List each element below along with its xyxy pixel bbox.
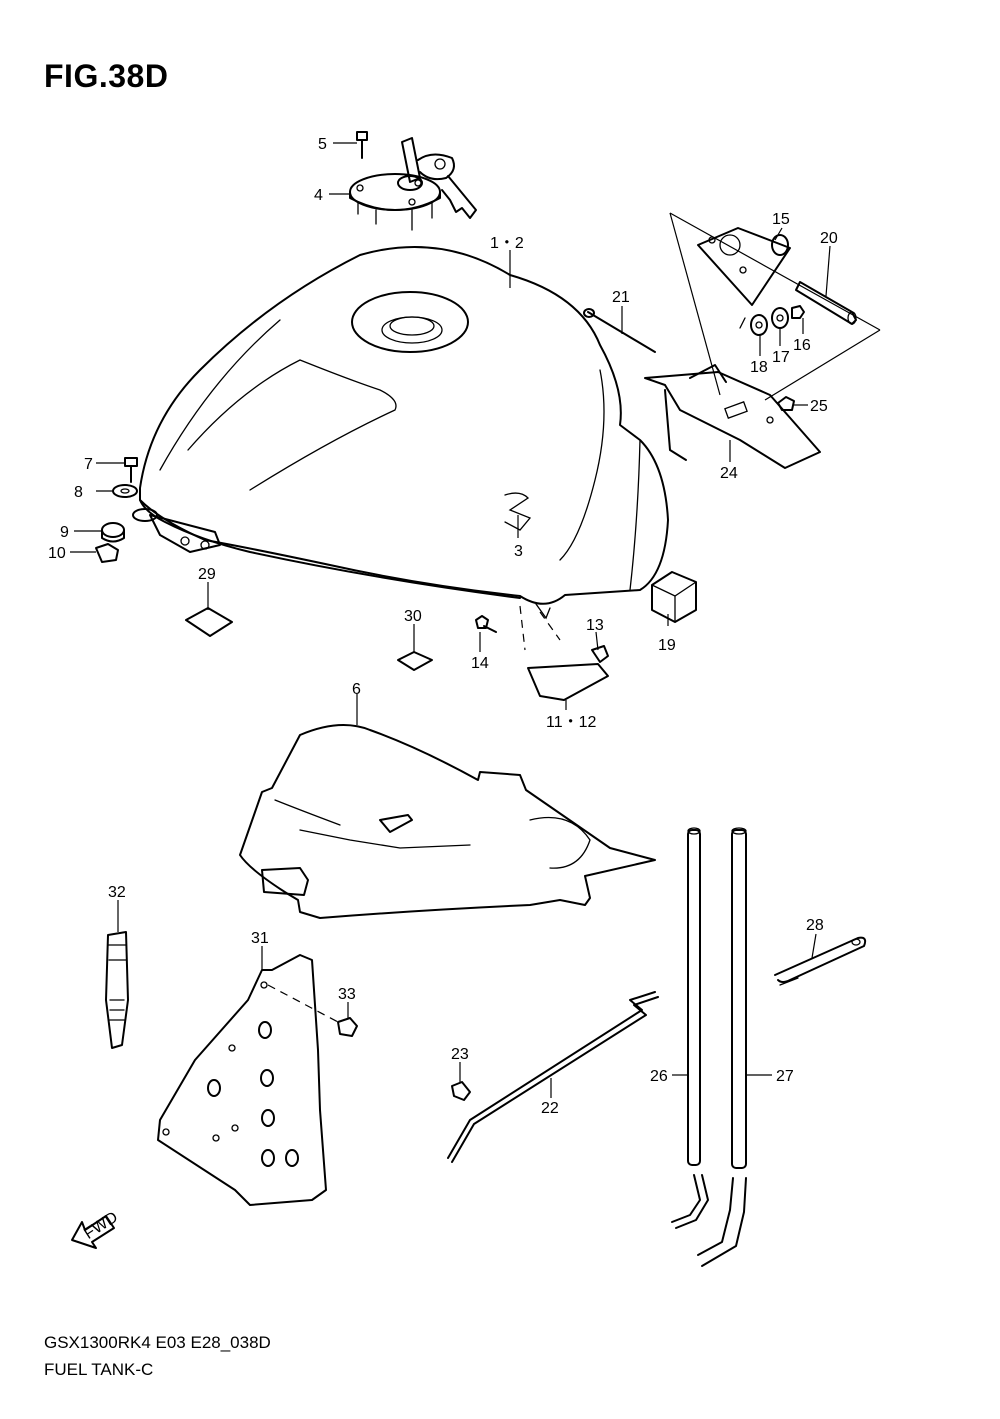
tank-support-rod: [447, 991, 659, 1163]
hose-clamp: [774, 936, 867, 986]
callout-27: 27: [776, 1068, 794, 1085]
callout-11-12: 11・12: [546, 714, 597, 731]
callout-25: 25: [810, 398, 828, 415]
band-strap: [105, 931, 129, 1049]
heat-shield: [157, 954, 358, 1206]
breather-hoses: [671, 827, 747, 1267]
callout-14: 14: [471, 655, 489, 672]
callout-1-2: 1・2: [490, 235, 524, 252]
callouts: 1・2 3 4 5 6 7 8 9 10 11・12 13 14 15 16 1…: [48, 136, 838, 1117]
callout-26: 26: [650, 1068, 668, 1085]
callout-3: 3: [514, 543, 523, 560]
callout-23: 23: [451, 1046, 469, 1063]
callout-18: 18: [750, 359, 768, 376]
callout-33: 33: [338, 986, 356, 1003]
callout-4: 4: [314, 187, 323, 204]
callout-32: 32: [108, 884, 126, 901]
tank-tray: [239, 724, 656, 919]
callout-22: 22: [541, 1100, 559, 1117]
callout-19: 19: [658, 637, 676, 654]
mounting-hardware: [95, 457, 158, 563]
fuel-tank: [139, 246, 669, 605]
fuel-cap-assembly: [349, 131, 477, 231]
rear-mount-bracket: [583, 212, 881, 469]
callout-5: 5: [318, 136, 327, 153]
callout-6: 6: [352, 681, 361, 698]
figure-title: FIG.38D: [44, 58, 169, 94]
fwd-arrow-icon: FWD: [71, 1209, 121, 1249]
rubber-cushion: [651, 571, 697, 623]
callout-21: 21: [612, 289, 630, 306]
figure-name: FUEL TANK-C: [44, 1360, 154, 1379]
callout-31: 31: [251, 930, 269, 947]
callout-15: 15: [772, 211, 790, 228]
callout-9: 9: [60, 524, 69, 541]
callout-13: 13: [586, 617, 604, 634]
callout-10: 10: [48, 545, 66, 562]
callout-8: 8: [74, 484, 83, 501]
callout-24: 24: [720, 465, 738, 482]
callout-17: 17: [772, 349, 790, 366]
callout-16: 16: [793, 337, 811, 354]
fwd-label: FWD: [81, 1209, 121, 1243]
callout-30: 30: [404, 608, 422, 625]
callout-29: 29: [198, 566, 216, 583]
figure-model-code: GSX1300RK4 E03 E28_038D: [44, 1333, 271, 1352]
cushion-pads: [185, 607, 433, 671]
callout-7: 7: [84, 456, 93, 473]
callout-20: 20: [820, 230, 838, 247]
lower-clips: [475, 603, 609, 701]
callout-28: 28: [806, 917, 824, 934]
leader-lines: [70, 142, 831, 1098]
